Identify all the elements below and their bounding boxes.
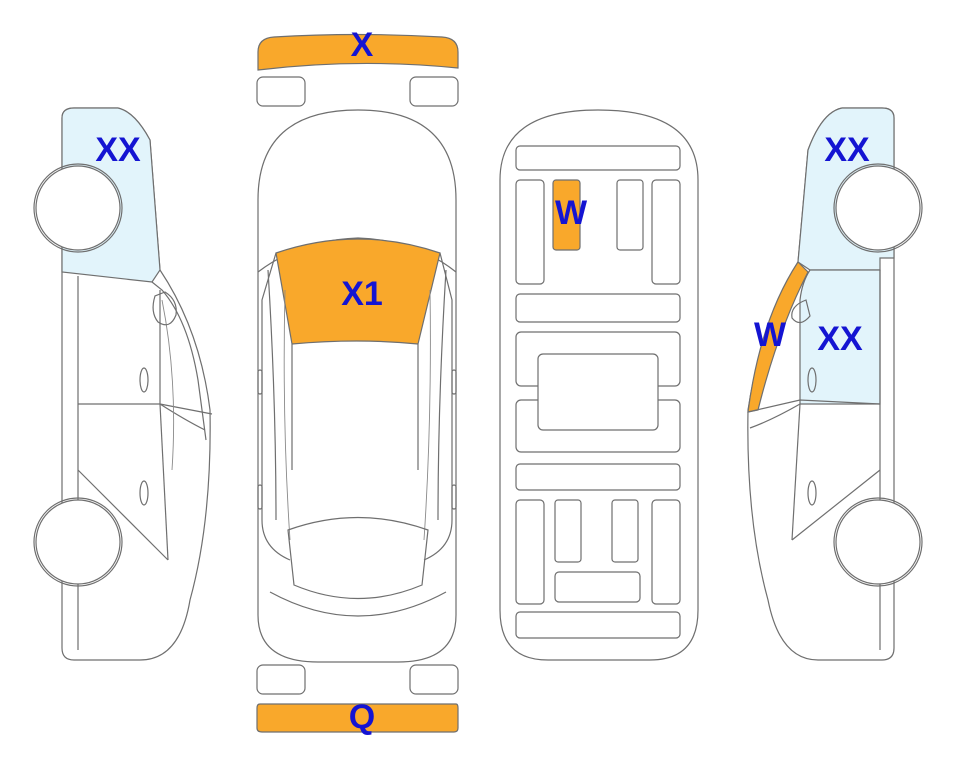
rear-left-light: [256, 664, 306, 695]
front-right-mirror: [409, 76, 459, 107]
left-side-top-code: XX: [95, 131, 141, 169]
front-bumper-code: X: [351, 26, 374, 64]
front-bumper-group: [256, 33, 459, 107]
left-rear-wheel: [35, 499, 121, 585]
right-front-wheel: [835, 165, 921, 251]
car-left-side-view: [33, 107, 213, 661]
rear-right-light: [409, 664, 459, 695]
rear-bumper[interactable]: [256, 703, 459, 733]
right-rear-wheel: [835, 499, 921, 585]
front-bumper[interactable]: [257, 33, 459, 71]
car-right-side-view: [747, 107, 923, 661]
left-front-wheel: [35, 165, 121, 251]
damage-code-labels: X X1 W Q XX XX XX W: [95, 26, 870, 736]
right-side-top-code: XX: [824, 131, 870, 169]
right-side-front-door-code: XX: [817, 320, 863, 358]
front-left-mirror: [256, 76, 306, 107]
windshield-code: X1: [341, 275, 383, 313]
car-top-view: [257, 109, 457, 663]
interior-seat[interactable]: [552, 179, 581, 251]
rear-bumper-group: [256, 664, 459, 733]
car-interior-view: [499, 109, 699, 661]
rear-bumper-code: Q: [349, 698, 375, 736]
right-side-pillar-code: W: [754, 316, 787, 354]
interior-seat-code: W: [555, 194, 588, 232]
top-view-body: [257, 109, 457, 663]
